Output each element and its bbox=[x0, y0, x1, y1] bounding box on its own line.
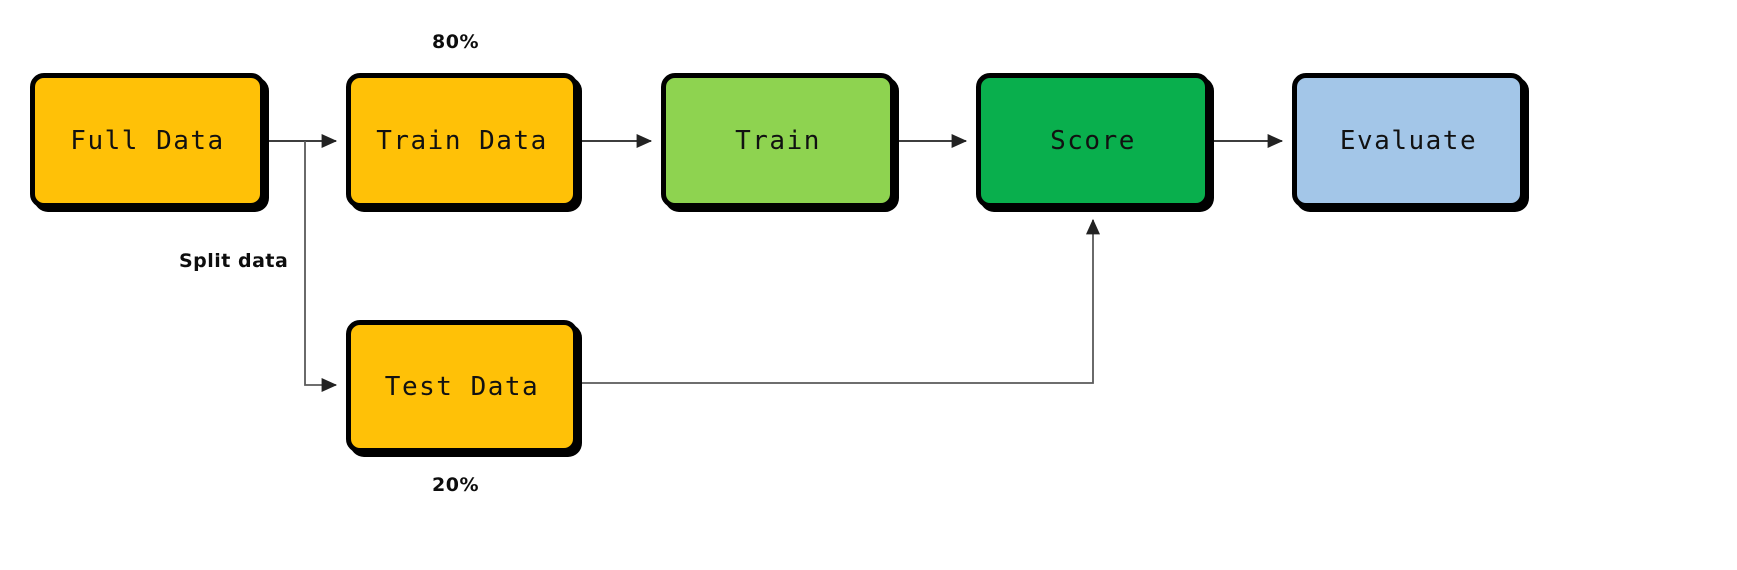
node-test-data-label: Test Data bbox=[384, 371, 540, 402]
node-train-data-label: Train Data bbox=[376, 125, 548, 156]
node-train-data[interactable]: Train Data bbox=[346, 73, 578, 208]
node-evaluate-label: Evaluate bbox=[1339, 125, 1478, 156]
node-evaluate[interactable]: Evaluate bbox=[1292, 73, 1525, 208]
node-full-data-label: Full Data bbox=[70, 125, 225, 156]
node-train[interactable]: Train bbox=[661, 73, 895, 208]
edge-full-data-to-test-data bbox=[304, 141, 338, 393]
node-train-label: Train bbox=[735, 125, 821, 156]
node-score[interactable]: Score bbox=[976, 73, 1210, 208]
edge-label-test-percent: 20% bbox=[432, 474, 479, 496]
edge-label-split-data: Split data bbox=[179, 250, 289, 272]
edge-label-train-percent: 80% bbox=[432, 31, 479, 53]
node-test-data[interactable]: Test Data bbox=[346, 320, 578, 453]
edge-test-data-to-score bbox=[580, 218, 1101, 384]
node-full-data[interactable]: Full Data bbox=[30, 73, 265, 208]
node-score-label: Score bbox=[1050, 125, 1136, 156]
